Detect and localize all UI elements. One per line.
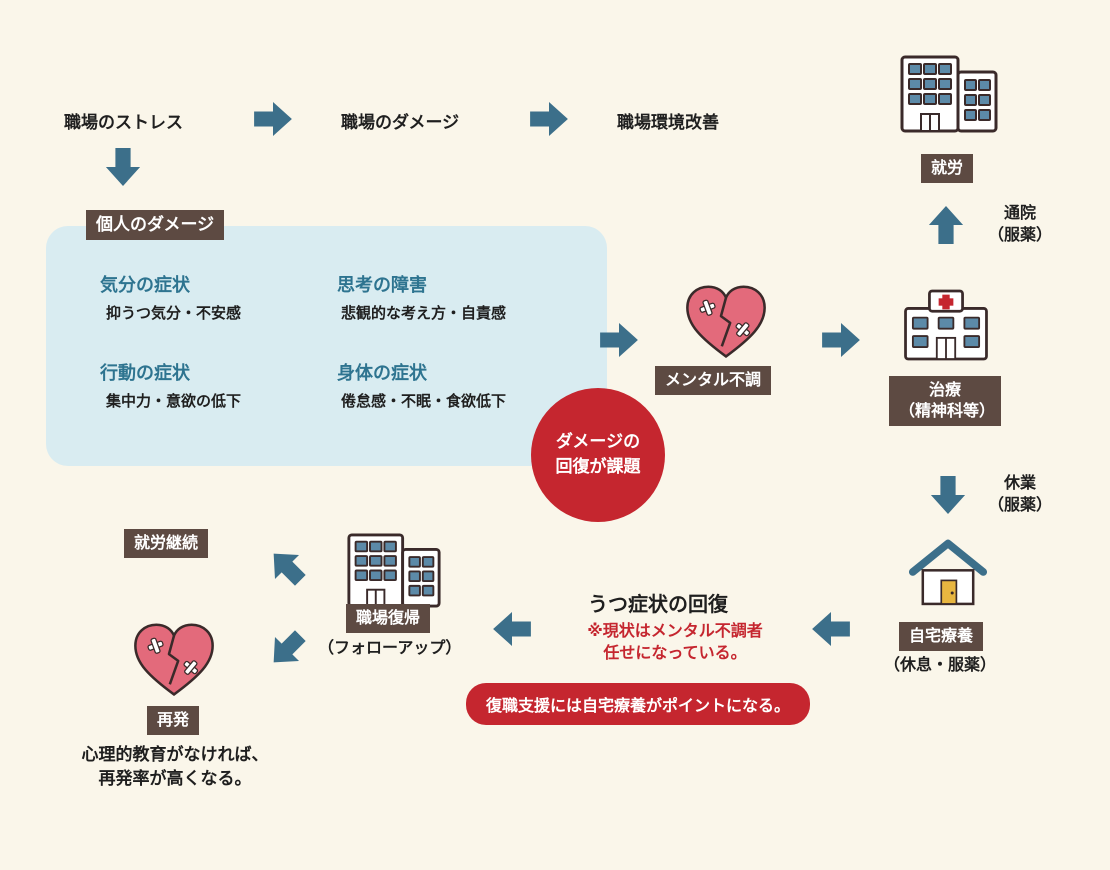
recovery-circle-line1: ダメージの [555,431,641,452]
leave-line2: （服薬） [988,495,1053,515]
right-arrow-icon [530,102,568,136]
up-left-arrow-icon [268,548,306,586]
recovery-issue-circle: ダメージの 回復が課題 [531,388,665,522]
relapse-note-line2: 再発率が高くなる。 [98,768,252,789]
right-arrow-icon [822,323,860,357]
depression-recovery-title: うつ症状の回復 [588,592,728,616]
key-point-pill: 復職支援には自宅療養がポイントになる。 [466,683,811,725]
workplace-damage-text: 職場のダメージ [341,113,460,133]
recovery-circle-line2: 回復が課題 [555,457,641,477]
mental-disorder-label: メンタル不調 [655,366,772,395]
personal-damage-panel [46,226,607,466]
home-care-sub: （休息・服薬） [884,655,997,674]
relapse-label: 再発 [147,706,200,735]
physical-symptom-title: 身体の症状 [337,363,427,384]
broken-heart-icon [684,284,768,360]
home-care-label: 自宅療養 [899,622,984,651]
down-arrow-icon [930,476,966,514]
outpatient-note: 通院 （服薬） [988,202,1052,247]
house-icon [906,535,990,609]
workplace-stress-text: 職場のストレス [64,113,183,133]
employment-label: 就労 [921,154,974,183]
treatment-line1: 治療 [928,380,961,399]
mood-symptom-body: 抑うつ気分・不安感 [106,304,242,322]
behavior-symptom-body: 集中力・意欲の低下 [106,392,242,410]
recovery-note-line2: 任せになっている。 [603,642,747,662]
leave-note: 休業 （服薬） [988,472,1052,517]
workplace-improvement-text: 職場環境改善 [617,113,719,133]
mood-symptom-title: 気分の症状 [100,275,190,296]
continued-employment-label: 就労継続 [124,529,209,558]
relapse-note: 心理的教育がなければ、 再発率が高くなる。 [70,744,280,792]
leave-line1: 休業 [1004,473,1037,492]
recovery-note: ※現状はメンタル不調者 任せになっている。 [560,620,790,663]
right-arrow-icon [600,323,638,357]
broken-heart-icon [132,622,216,698]
office-building-icon [346,532,442,609]
right-arrow-icon [254,102,292,136]
relapse-note-line1: 心理的教育がなければ、 [81,745,269,765]
personal-damage-label: 個人のダメージ [86,210,225,241]
return-to-work-label: 職場復帰 [346,604,431,633]
left-arrow-icon [812,612,850,646]
office-building-icon [899,54,999,134]
treatment-label: 治療 （精神科等） [889,376,1001,426]
follow-up-sub: （フォローアップ） [318,638,462,657]
recovery-note-line1: ※現状はメンタル不調者 [587,621,763,640]
outpatient-line2: （服薬） [988,225,1053,245]
treatment-line2: （精神科等） [899,400,996,420]
thinking-symptom-body: 悲観的な考え方・自責感 [341,304,507,322]
left-arrow-icon [493,612,531,646]
physical-symptom-body: 倦怠感・不眠・食欲低下 [341,392,507,410]
down-arrow-icon [105,148,141,186]
up-arrow-icon [928,206,964,244]
outpatient-line1: 通院 [1004,203,1037,222]
down-left-arrow-icon [268,630,306,668]
thinking-symptom-title: 思考の障害 [337,275,427,296]
hospital-icon [900,288,992,362]
behavior-symptom-title: 行動の症状 [100,363,190,384]
